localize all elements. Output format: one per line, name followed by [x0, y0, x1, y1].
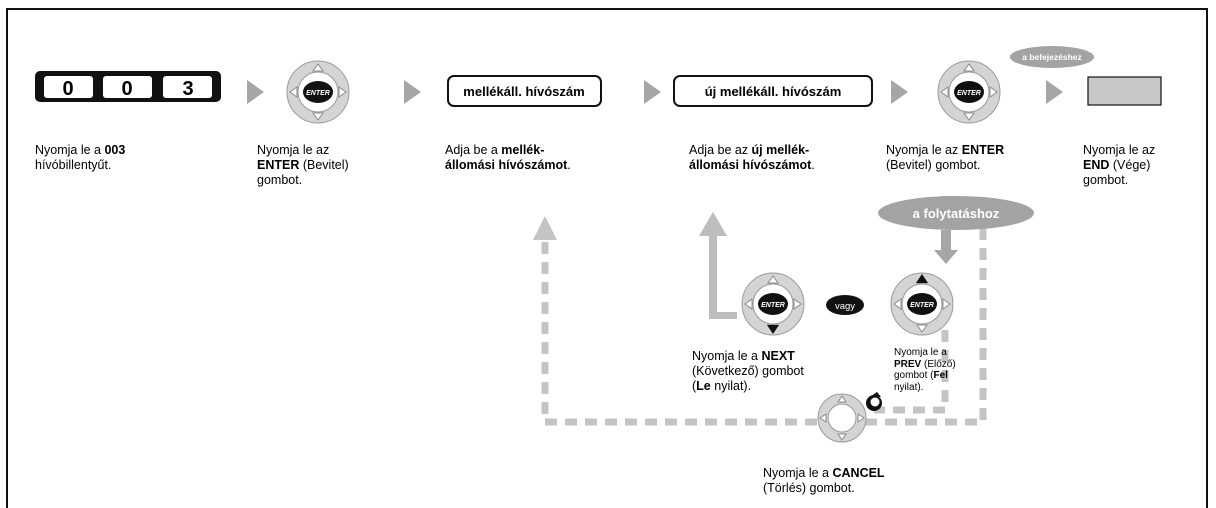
svg-text:ENTER: ENTER: [957, 90, 981, 97]
step2-seg-0-0: Nyomja le az: [257, 143, 330, 157]
enter-navigator-button[interactable]: ENTER: [286, 60, 350, 124]
dashed-loop-to-ext: [541, 228, 987, 426]
caption-cancel: Nyomja le a CANCEL(Törlés) gombot.: [763, 466, 963, 496]
down-arrow-icon: [767, 325, 779, 334]
step5-seg-2-1: (Bevitel) gombot.: [886, 158, 981, 172]
caption-next: Nyomja le a NEXT(Következő) gombot(Le ny…: [692, 349, 857, 394]
prev-seg-2-0: (Előző): [921, 358, 956, 370]
caption-step-3: Adja be a mellék-állomási hívószámot.: [445, 143, 645, 173]
prev-seg-1-0: PREV: [894, 358, 922, 370]
prev-seg-2-1: gombot (: [894, 370, 934, 381]
pointer-hand-icon: [866, 392, 882, 411]
next-seg-1-0: NEXT: [761, 349, 795, 363]
step1-seg-2-1: hívóbillentyűt.: [35, 158, 112, 172]
step1-seg-1-0: 003: [104, 143, 126, 157]
solid-arrow-to-new-ext: [699, 212, 737, 319]
svg-text:a befejezéshez: a befejezéshez: [1022, 52, 1082, 62]
step6-seg-0-0: Nyomja le az: [1083, 143, 1156, 157]
or-bubble: vagy: [826, 295, 864, 315]
next-seg-4-0: nyilat).: [710, 379, 752, 393]
continue-bubble: a folytatáshoz: [878, 196, 1034, 264]
svg-text:ENTER: ENTER: [761, 302, 785, 309]
svg-text:mellékáll. hívószám: mellékáll. hívószám: [463, 84, 584, 99]
step6-seg-1-0: END: [1083, 158, 1110, 172]
enter-navigator-button-2[interactable]: ENTER: [937, 60, 1001, 124]
key-3: 3: [182, 78, 193, 100]
step3-seg-1-1: állomási hívószámot: [445, 158, 568, 172]
step2-seg-1-0: ENTER: [257, 158, 300, 172]
enter-label: ENTER: [306, 90, 330, 97]
prev-seg-3-0: Fel: [933, 370, 948, 381]
step4-seg-2-0: .: [811, 158, 815, 172]
dashed-loop-to-new-ext: [874, 330, 949, 414]
step4-seg-0-0: Adja be az: [689, 143, 752, 157]
step4-seg-1-0: új mellék-: [751, 143, 810, 157]
prev-seg-0-0: Nyomja le a: [894, 347, 947, 358]
next-seg-3-0: Le: [696, 379, 711, 393]
step1-seg-0-0: Nyomja le a: [35, 143, 105, 157]
cancel-seg-2-1: (Törlés) gombot.: [763, 481, 855, 495]
step4-seg-1-1: állomási hívószámot: [689, 158, 812, 172]
dashed-loop-arrowhead-left: [533, 216, 557, 240]
cancel-seg-0-0: Nyomja le a: [763, 466, 833, 480]
diagram-frame: [6, 8, 1208, 508]
flow-arrow-2: [404, 80, 421, 104]
caption-step-5: Nyomja le az ENTER(Bevitel) gombot.: [886, 143, 1056, 173]
key-0-second: 0: [121, 78, 132, 100]
next-seg-2-1: (Következő) gombot: [692, 364, 804, 378]
cancel-seg-1-0: CANCEL: [832, 466, 885, 480]
caption-step-4: Adja be az új mellék-állomási hívószámot…: [689, 143, 889, 173]
step3-seg-2-0: .: [567, 158, 571, 172]
new-ext-number-field[interactable]: új mellékáll. hívószám: [673, 75, 873, 107]
dial-keys-003[interactable]: 0 0 3: [35, 71, 221, 102]
next-seg-0-0: Nyomja le a: [692, 349, 762, 363]
finish-bubble: a befejezéshez: [1010, 46, 1094, 68]
svg-text:új mellékáll. hívószám: új mellékáll. hívószám: [705, 84, 842, 99]
prev-navigator-button[interactable]: ENTER: [890, 272, 954, 336]
flow-arrow-4: [891, 80, 908, 104]
flow-arrow-1: [247, 80, 264, 104]
step6-seg-2-1: gombot.: [1083, 173, 1129, 187]
step5-seg-0-0: Nyomja le az: [886, 143, 962, 157]
step3-seg-1-0: mellék-: [501, 143, 545, 157]
svg-text:vagy: vagy: [835, 301, 855, 312]
step6-seg-2-0: (Vége): [1109, 158, 1151, 172]
next-seg-2-2: (: [692, 379, 697, 393]
up-arrow-icon: [916, 274, 928, 283]
key-0-first: 0: [62, 78, 73, 100]
step3-seg-0-0: Adja be a: [445, 143, 502, 157]
svg-text:ENTER: ENTER: [910, 302, 934, 309]
step5-seg-1-0: ENTER: [961, 143, 1005, 157]
end-button[interactable]: [1087, 76, 1162, 106]
next-navigator-button[interactable]: ENTER: [741, 272, 805, 336]
flow-arrow-5: [1046, 80, 1063, 104]
step2-seg-2-0: (Bevitel): [299, 158, 349, 172]
svg-text:a folytatáshoz: a folytatáshoz: [913, 206, 1000, 221]
prev-seg-4-1: nyilat).: [894, 381, 924, 393]
flow-arrow-3: [644, 80, 661, 104]
cancel-navigator-button[interactable]: [817, 393, 867, 443]
step2-seg-2-1: gombot.: [257, 173, 303, 187]
ext-number-field[interactable]: mellékáll. hívószám: [447, 75, 602, 107]
